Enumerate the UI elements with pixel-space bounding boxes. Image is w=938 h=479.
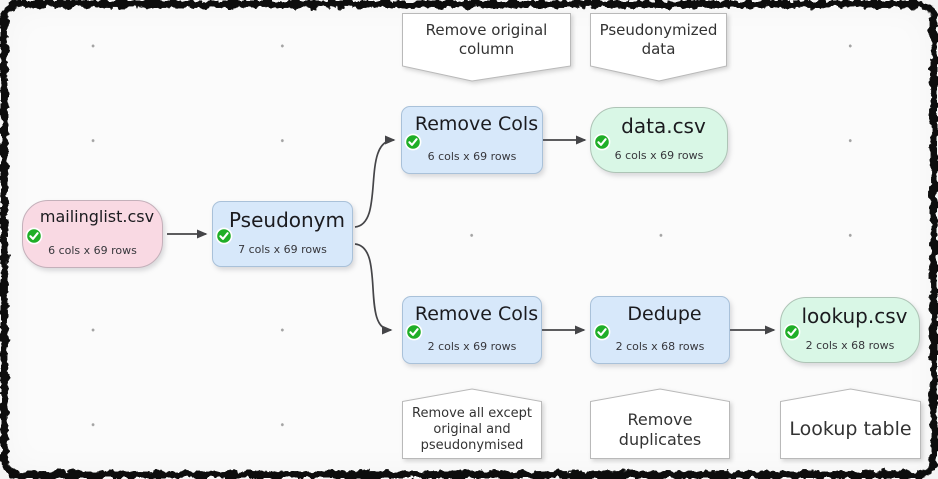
node-title: Remove Cols [414, 113, 539, 135]
note-text: Remove all except original and pseudonym… [412, 405, 532, 454]
status-ok-icon [593, 323, 611, 341]
note-pseudonymized-data[interactable]: Pseudonymized data [590, 13, 727, 82]
note-lookup-table[interactable]: Lookup table [780, 388, 921, 459]
note-remove-all-except[interactable]: Remove all except original and pseudonym… [402, 388, 542, 459]
connector-pseudonym-to-removecols-bottom [354, 243, 393, 335]
node-title: Pseudonym [228, 208, 346, 232]
status-ok-icon [783, 323, 801, 341]
note-remove-duplicates[interactable]: Remove duplicates [590, 388, 730, 459]
note-text: Lookup table [789, 418, 912, 441]
status-ok-icon [25, 227, 43, 245]
node-title: lookup.csv [801, 304, 908, 328]
node-mailinglist-csv[interactable]: mailinglist.csv 6 cols x 69 rows [22, 200, 163, 268]
connector-pseudonym-to-removecols-top [354, 135, 396, 228]
status-ok-icon [215, 227, 233, 245]
node-meta: 7 cols x 69 rows [238, 243, 327, 256]
node-lookup-csv[interactable]: lookup.csv 2 cols x 68 rows [780, 297, 920, 363]
node-dedupe[interactable]: Dedupe 2 cols x 68 rows [590, 296, 730, 364]
node-meta: 6 cols x 69 rows [614, 149, 704, 162]
node-data-csv[interactable]: data.csv 6 cols x 69 rows [590, 107, 728, 173]
node-title: Dedupe [627, 303, 702, 325]
note-text: Remove duplicates [618, 410, 702, 449]
node-title: mailinglist.csv [39, 207, 155, 226]
node-meta: 2 cols x 68 rows [615, 340, 705, 353]
node-pseudonym[interactable]: Pseudonym 7 cols x 69 rows [212, 201, 353, 267]
node-title: data.csv [621, 114, 706, 138]
node-remove-cols-bottom[interactable]: Remove Cols 2 cols x 69 rows [402, 296, 542, 364]
node-meta: 6 cols x 69 rows [427, 150, 517, 163]
node-meta: 2 cols x 68 rows [805, 339, 895, 352]
node-remove-cols-top[interactable]: Remove Cols 6 cols x 69 rows [401, 106, 543, 174]
note-text: Remove original column [425, 20, 548, 58]
node-meta: 2 cols x 69 rows [427, 340, 517, 353]
status-ok-icon [593, 133, 611, 151]
status-ok-icon [404, 133, 422, 151]
node-meta: 6 cols x 69 rows [48, 244, 137, 257]
node-title: Remove Cols [414, 303, 539, 325]
note-text: Pseudonymized data [599, 20, 718, 58]
status-ok-icon [405, 323, 423, 341]
note-remove-original-column[interactable]: Remove original column [402, 13, 571, 82]
